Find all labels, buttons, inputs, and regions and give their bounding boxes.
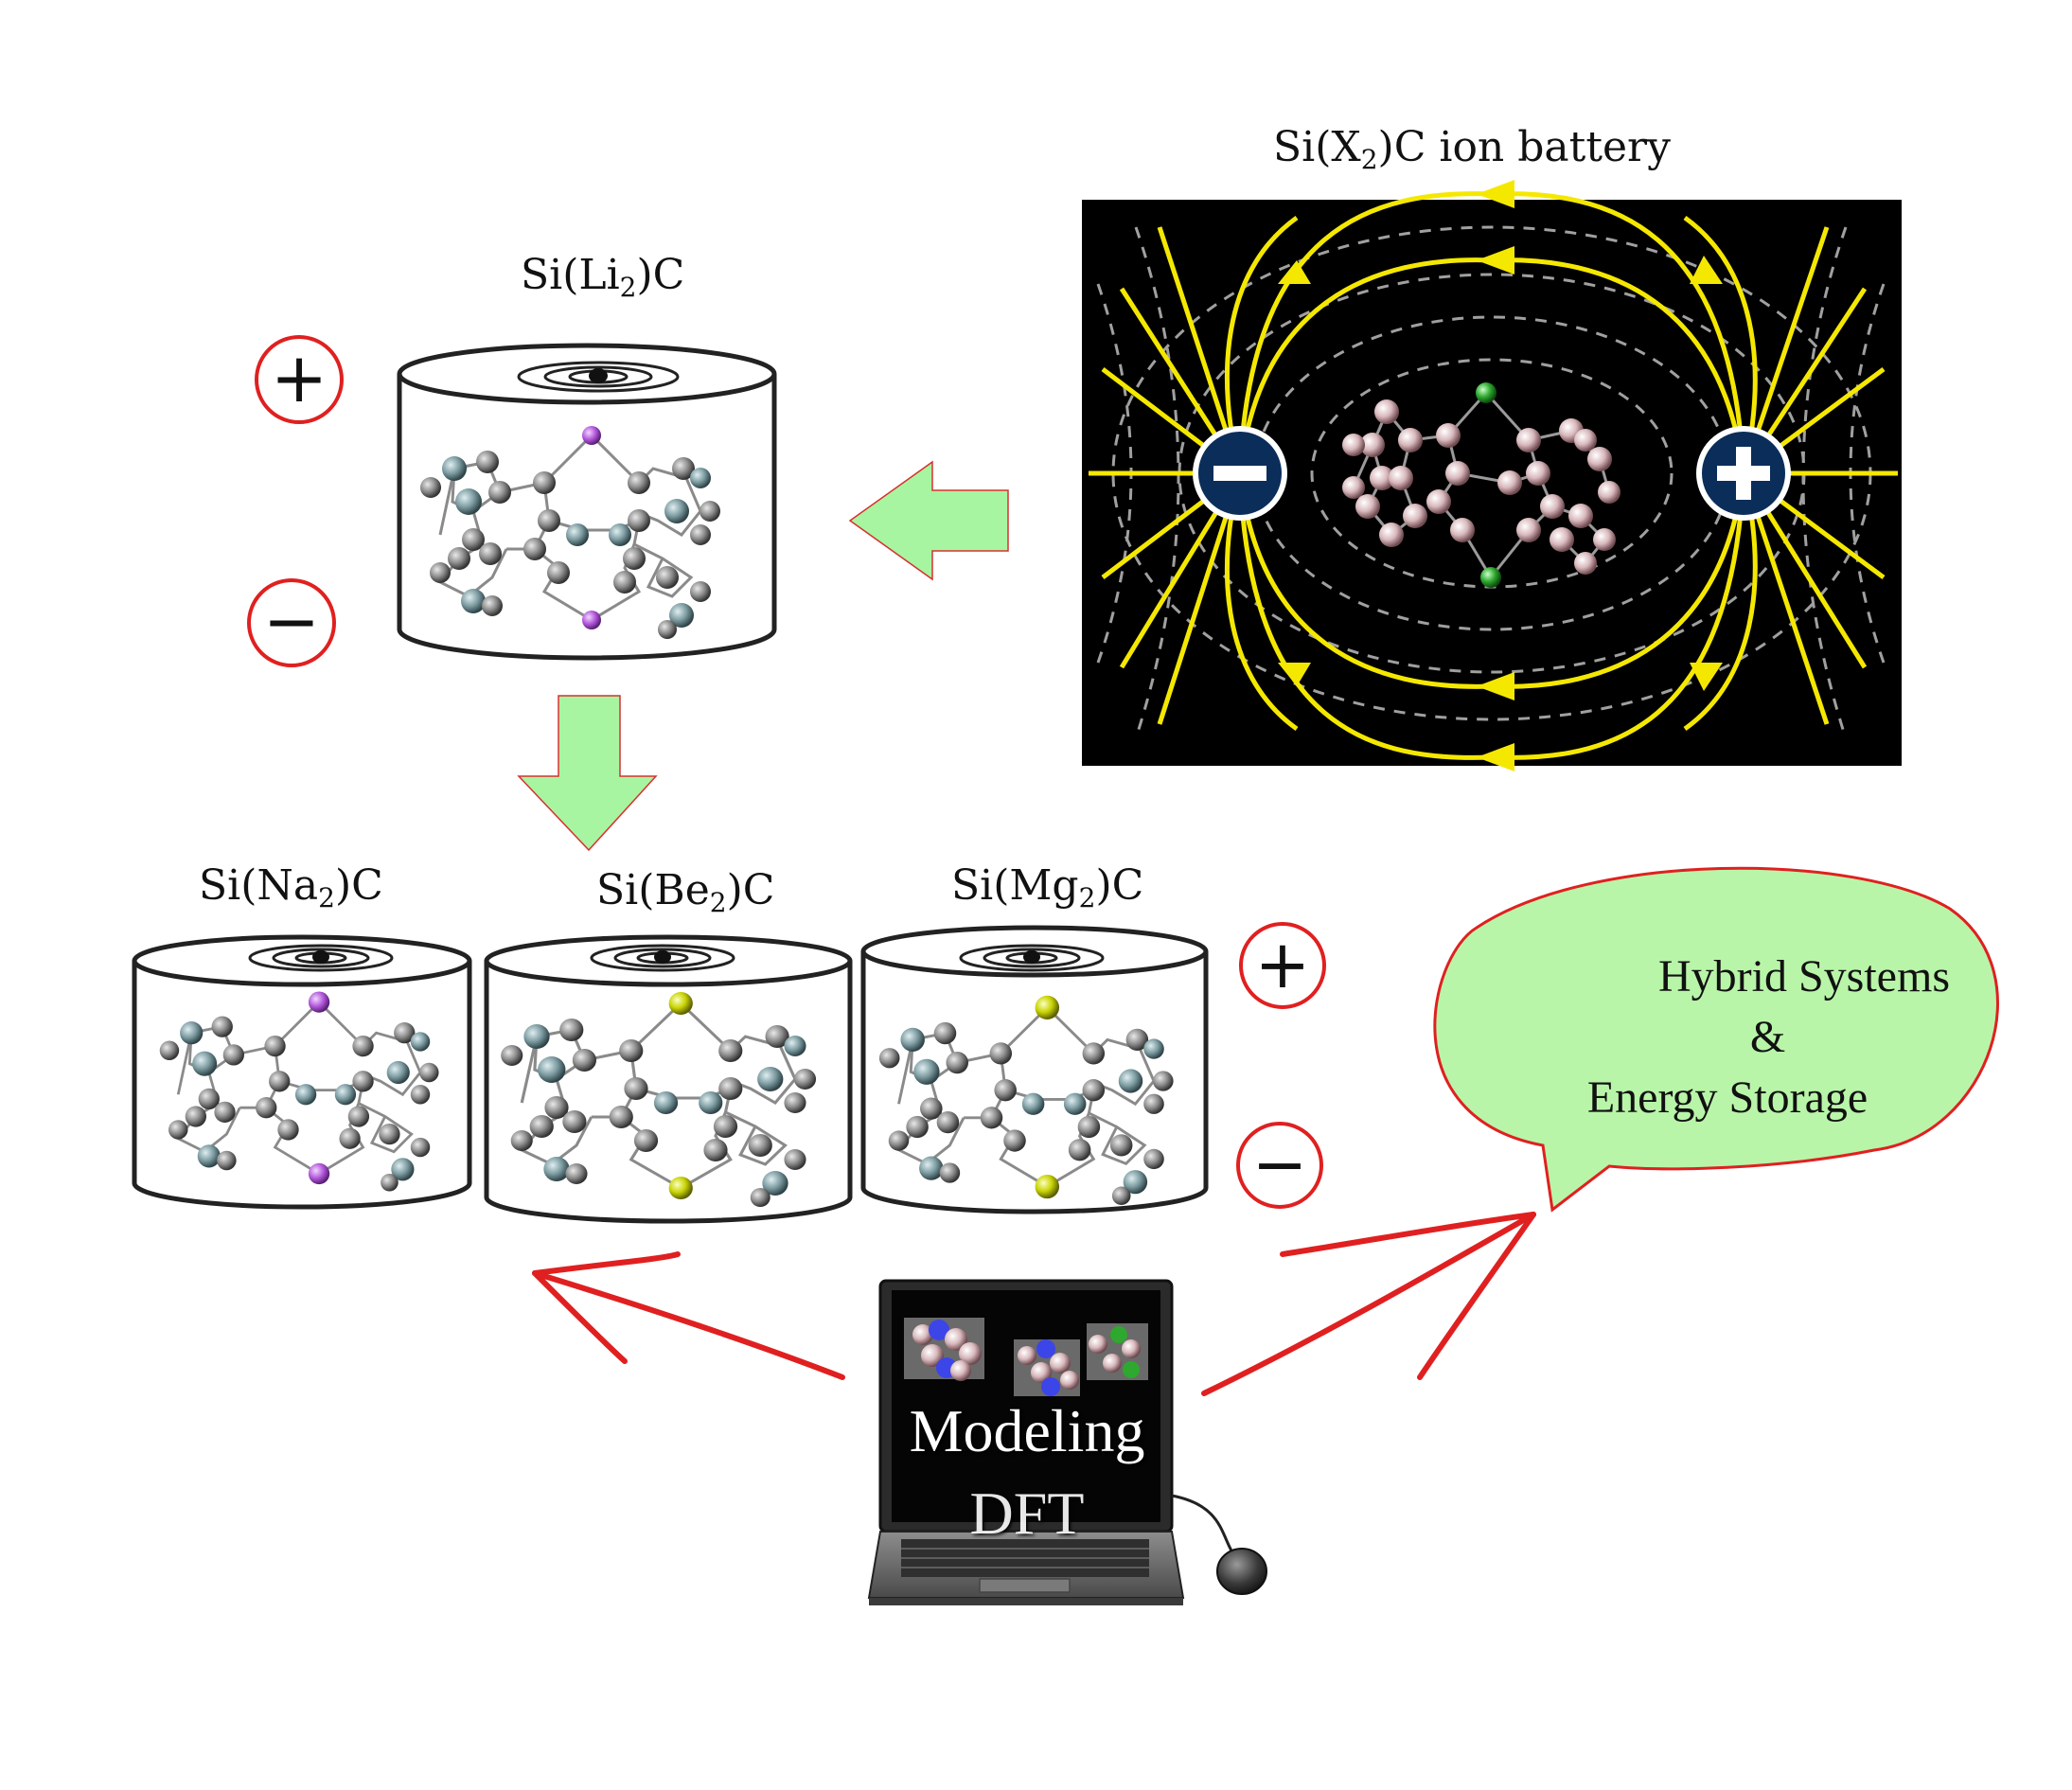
- minus-sign-bottom: −: [1251, 1125, 1308, 1203]
- speech-bubble: [1433, 866, 1999, 1213]
- laptop-modeling-text: Modeling: [909, 1397, 1145, 1464]
- minus-sign-top: −: [262, 581, 321, 661]
- red-arrow-left: [532, 1251, 845, 1380]
- battery-na: [132, 934, 472, 1210]
- li-title: Si(Li2)C: [521, 251, 685, 303]
- bubble-line-1: Hybrid Systems: [1657, 951, 1950, 1001]
- red-arrow-right: [1201, 1212, 1536, 1396]
- li-molecule-atoms: [420, 426, 720, 639]
- mg-title: Si(Mg2)C: [951, 861, 1144, 913]
- bubble-text: Hybrid Systems & Energy Storage: [1552, 947, 1950, 1128]
- down-green-arrow: [517, 695, 658, 852]
- plus-circle-top: [255, 335, 344, 424]
- battery-be: [484, 934, 853, 1224]
- left-green-arrow: [848, 460, 1009, 581]
- minus-circle-bottom: [1236, 1122, 1323, 1209]
- positive-pole: [1696, 426, 1791, 521]
- bubble-line-2: &: [1749, 1012, 1786, 1062]
- mouse: [1216, 1548, 1267, 1595]
- plus-sign-bottom: +: [1254, 926, 1311, 1003]
- na-title: Si(Na2)C: [199, 861, 383, 913]
- plus-sign-top: +: [270, 338, 328, 417]
- screen-molecules: [904, 1318, 1148, 1396]
- be-title: Si(Be2)C: [596, 866, 775, 918]
- field-molecule: [1342, 382, 1620, 588]
- laptop-dft-text: DFT: [969, 1480, 1085, 1547]
- bubble-line-3: Energy Storage: [1586, 1072, 1868, 1123]
- laptop: [867, 1279, 1267, 1605]
- battery-mg: [860, 925, 1209, 1214]
- battery-title: Si(X2)C ion battery: [1273, 123, 1671, 175]
- field-panel: [1082, 180, 1902, 771]
- battery-li: [397, 343, 777, 661]
- keyboard: [901, 1539, 1149, 1577]
- minus-circle-top: [247, 578, 336, 667]
- plus-circle-bottom: [1239, 922, 1326, 1009]
- negative-pole: [1193, 426, 1287, 521]
